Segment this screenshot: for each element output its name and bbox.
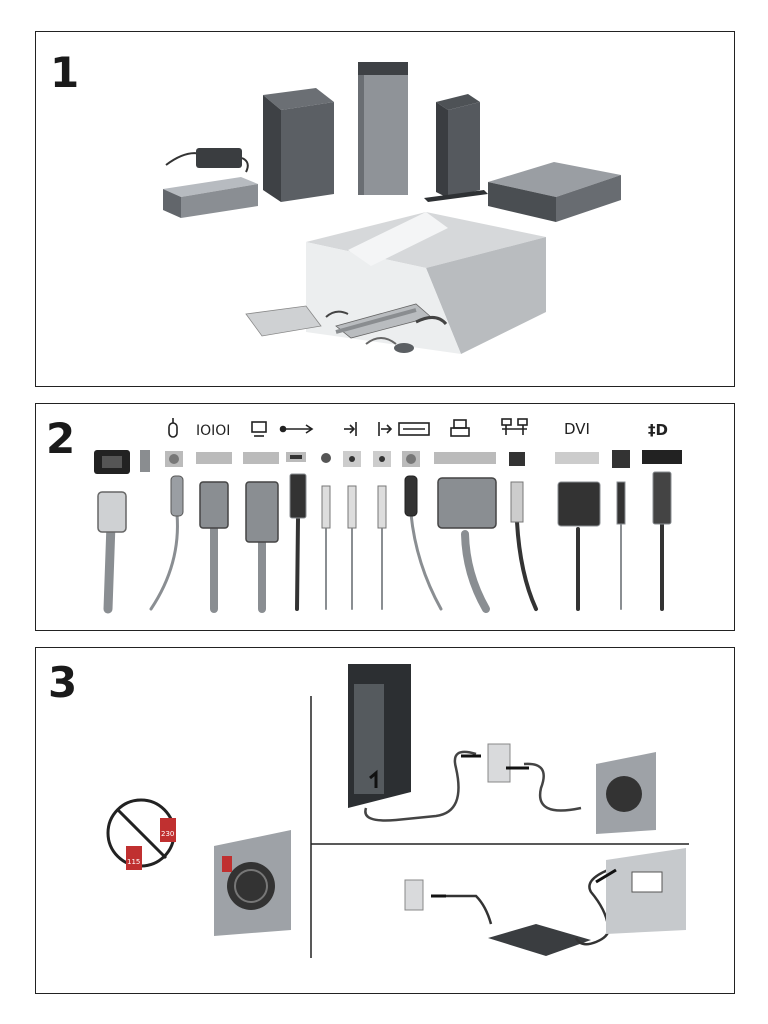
svg-text:‡D: ‡D bbox=[648, 421, 668, 439]
network-icon bbox=[501, 418, 528, 435]
tower-image bbox=[358, 62, 408, 195]
monitor-power-image bbox=[348, 664, 656, 834]
ports-row bbox=[94, 450, 682, 474]
cables-row bbox=[97, 471, 672, 614]
keyboard-icon bbox=[398, 422, 430, 436]
monitor-icon bbox=[251, 421, 267, 437]
unpacking-illustration bbox=[163, 62, 621, 354]
voltage-label-high: 230 bbox=[161, 830, 174, 838]
printer-icon bbox=[450, 419, 470, 437]
small-form-factor-image bbox=[488, 162, 621, 222]
power-connection-illustration: 115 230 bbox=[106, 664, 689, 958]
power-adapter-connection-image bbox=[404, 848, 686, 956]
voltage-warning-image bbox=[106, 798, 291, 936]
power-adapter-image bbox=[165, 148, 249, 173]
svg-text:IOIOI: IOIOI bbox=[196, 423, 230, 439]
voltage-label-low: 115 bbox=[127, 858, 140, 866]
usb-icon bbox=[279, 424, 314, 434]
mouse-icon bbox=[168, 418, 178, 438]
audio-in-icon bbox=[344, 422, 357, 436]
step-number-2: 2 bbox=[46, 414, 76, 463]
slim-tower-image bbox=[424, 94, 488, 202]
panel-2-connectors: 2 DVI IOIOI ‡D bbox=[35, 403, 735, 631]
ultra-slim-desktop-image bbox=[163, 177, 258, 218]
step-number-3: 3 bbox=[48, 658, 78, 707]
connector-chart: IOIOI ‡D bbox=[94, 418, 682, 614]
shipping-box-image bbox=[306, 212, 546, 354]
minitower-image bbox=[263, 88, 334, 202]
serial-port-icon: IOIOI bbox=[196, 423, 230, 439]
dvi-label: DVI bbox=[564, 420, 590, 438]
panel-1-unpack: 1 bbox=[35, 31, 735, 387]
displayport-icon: ‡D bbox=[648, 421, 668, 439]
audio-out-icon bbox=[378, 422, 393, 436]
step-number-1: 1 bbox=[50, 48, 80, 97]
panel-3-power-connection: 3 115 230 bbox=[35, 647, 735, 994]
accessories-image bbox=[245, 303, 448, 353]
